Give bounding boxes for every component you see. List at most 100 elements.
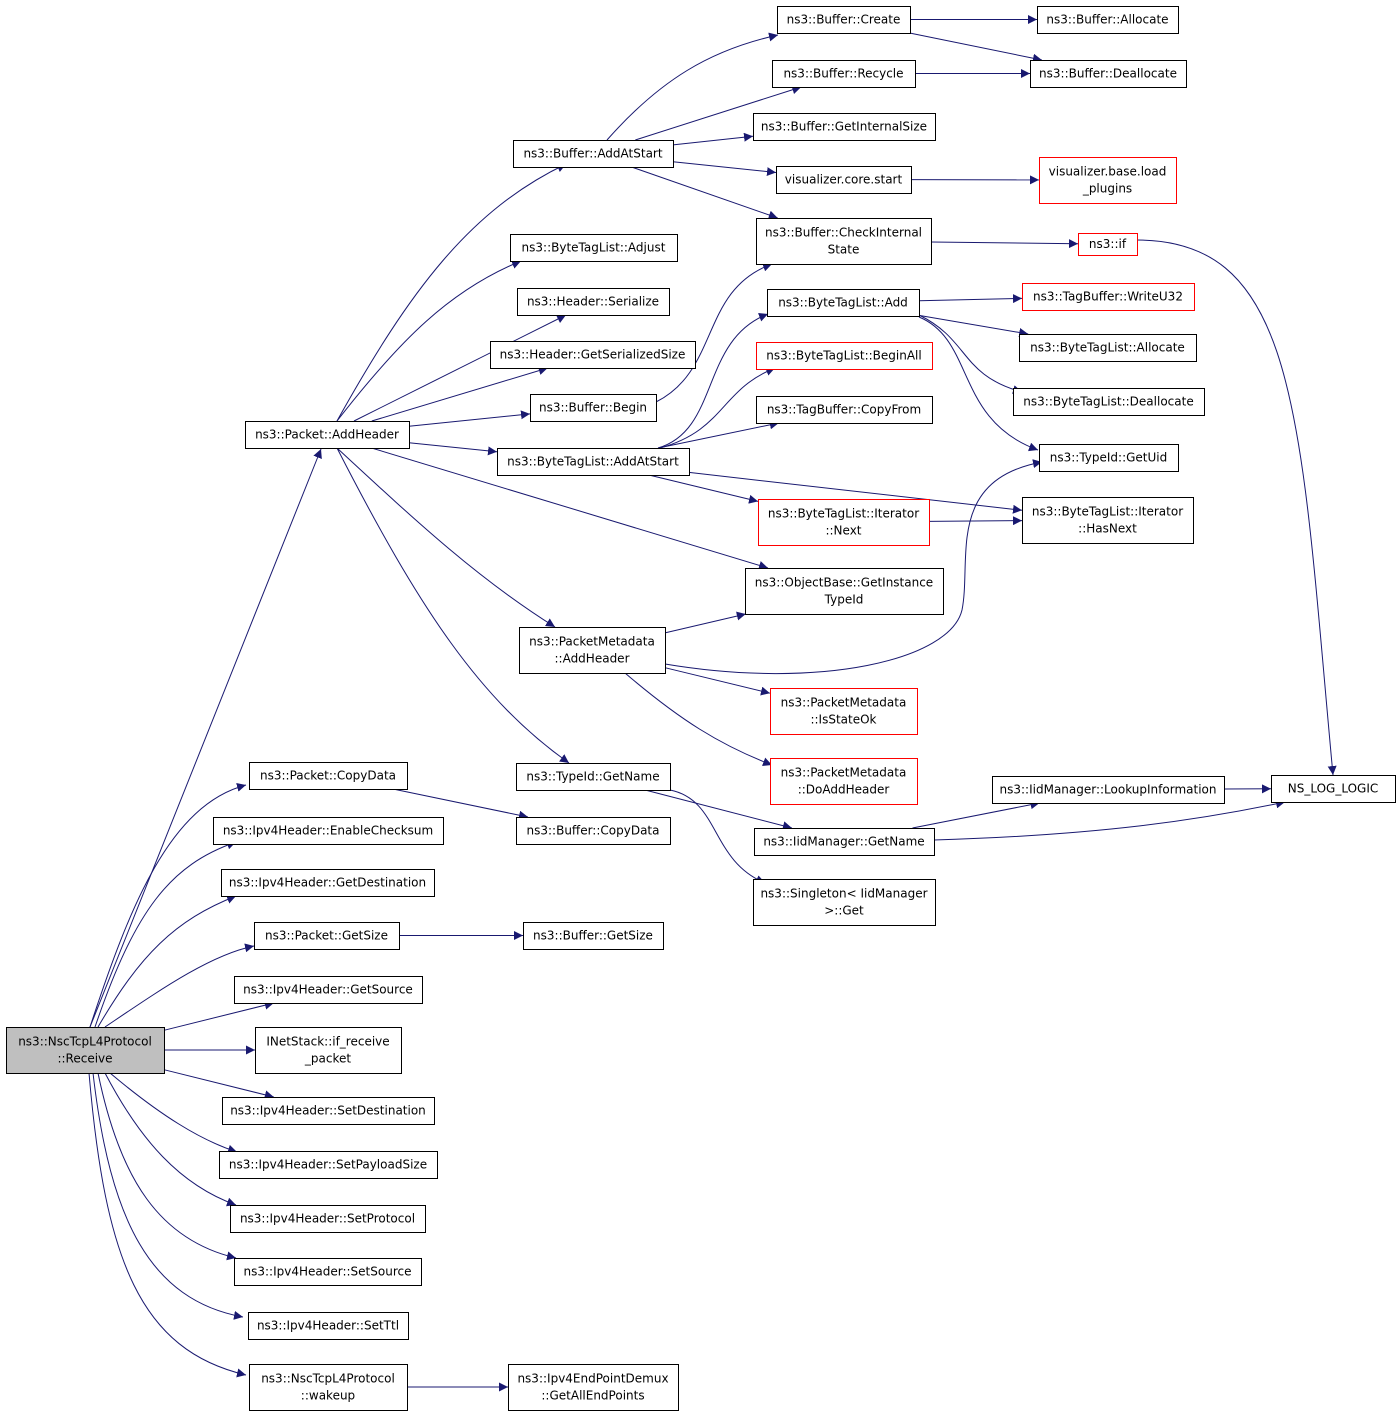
node-label: ns3::Buffer::Begin (539, 401, 647, 415)
node-box (249, 762, 408, 790)
node-ipv4-setprotocol[interactable]: ns3::Ipv4Header::SetProtocol (230, 1205, 426, 1233)
node-ipv4-setdestination[interactable]: ns3::Ipv4Header::SetDestination (222, 1097, 435, 1125)
node-packet-addheader[interactable]: ns3::Packet::AddHeader (245, 421, 410, 449)
node-viz-core-start[interactable]: visualizer.core.start (776, 166, 912, 194)
node-btl-beginall[interactable]: ns3::ByteTagList::BeginAll (756, 342, 933, 370)
node-inetstack-ifreceive[interactable]: INetStack::if_receive_packet (255, 1027, 402, 1074)
node-box (508, 1364, 679, 1411)
edge-pm-addheader-to-pm-doaddheader (624, 672, 773, 766)
node-box (753, 113, 936, 141)
node-buffer-getinternalsize[interactable]: ns3::Buffer::GetInternalSize (753, 113, 936, 141)
node-box (1271, 775, 1396, 803)
node-box (254, 922, 400, 950)
node-ipv4-enablechecksum[interactable]: ns3::Ipv4Header::EnableChecksum (213, 817, 444, 845)
node-label: ns3::NscTcpL4Protocol (18, 1035, 152, 1049)
node-buffer-create[interactable]: ns3::Buffer::Create (777, 6, 911, 34)
edge-btl-add-to-typeid-getuid (918, 316, 1039, 452)
node-btl-iter-hasnext[interactable]: ns3::ByteTagList::Iterator::HasNext (1022, 497, 1194, 544)
node-ipv4-setsource[interactable]: ns3::Ipv4Header::SetSource (234, 1258, 422, 1286)
edge-typeid-getname-to-iidmanager-getname (644, 789, 793, 831)
node-box (777, 6, 911, 34)
node-label: State (828, 243, 860, 257)
edge-btl-add-to-tagbuffer-writeu32 (918, 294, 1023, 304)
edge-root-to-ipv4-setttl (92, 1072, 244, 1320)
node-box (516, 763, 671, 791)
node-ns-log-logic[interactable]: NS_LOG_LOGIC (1271, 775, 1396, 803)
node-box (754, 828, 935, 856)
node-typeid-getuid[interactable]: ns3::TypeId::GetUid (1039, 444, 1179, 472)
edge-buffer-addatstart-to-buffer-getinternalsize (672, 132, 754, 146)
node-nsc-wakeup[interactable]: ns3::NscTcpL4Protocol::wakeup (249, 1364, 408, 1411)
node-ipv4-getsource[interactable]: ns3::Ipv4Header::GetSource (234, 976, 423, 1004)
node-packet-getsize[interactable]: ns3::Packet::GetSize (254, 922, 400, 950)
node-header-serialize[interactable]: ns3::Header::Serialize (517, 288, 670, 316)
node-ipv4-getdestination[interactable]: ns3::Ipv4Header::GetDestination (221, 869, 435, 897)
edge-packet-addheader-to-buffer-addatstart (336, 163, 567, 422)
edge-root-to-ipv4-setprotocol (104, 1072, 237, 1207)
node-buffer-addatstart[interactable]: ns3::Buffer::AddAtStart (513, 140, 674, 168)
node-box (234, 1258, 422, 1286)
node-label: ns3::TypeId::GetName (526, 770, 659, 784)
node-singleton-get[interactable]: ns3::Singleton< IidManager>::Get (753, 879, 936, 926)
node-iidmanager-lookupinformation[interactable]: ns3::IidManager::LookupInformation (992, 776, 1225, 804)
node-buffer-begin[interactable]: ns3::Buffer::Begin (530, 394, 657, 422)
node-viz-base-loadplugins[interactable]: visualizer.base.load_plugins (1039, 157, 1177, 204)
node-btl-deallocate[interactable]: ns3::ByteTagList::Deallocate (1013, 388, 1205, 416)
node-tagbuffer-writeu32[interactable]: ns3::TagBuffer::WriteU32 (1022, 283, 1195, 311)
node-header-getserializedsize[interactable]: ns3::Header::GetSerializedSize (490, 341, 696, 369)
node-pm-isstateok[interactable]: ns3::PacketMetadata::IsStateOk (770, 688, 918, 735)
node-label: ::IsStateOk (810, 713, 876, 727)
edge-pm-addheader-to-pm-isstateok (664, 667, 771, 696)
node-label: ns3::TypeId::GetUid (1050, 451, 1168, 465)
edge-packet-addheader-to-typeid-getname (336, 447, 570, 764)
node-ns3-if[interactable]: ns3::if (1078, 233, 1138, 256)
node-btl-add[interactable]: ns3::ByteTagList::Add (767, 289, 920, 317)
node-label: TypeId (824, 593, 864, 607)
edge-btl-addatstart-to-btl-beginall (659, 367, 776, 449)
node-iidmanager-getname[interactable]: ns3::IidManager::GetName (754, 828, 935, 856)
node-buffer-getsize[interactable]: ns3::Buffer::GetSize (523, 922, 664, 950)
node-ipv4epd-getallendpoints[interactable]: ns3::Ipv4EndPointDemux::GetAllEndPoints (508, 1364, 679, 1411)
edge-root-to-ipv4-enablechecksum (94, 840, 237, 1028)
node-label: ns3::Ipv4Header::SetTtl (257, 1319, 399, 1333)
edge-btl-addatstart-to-tagbuffer-copyfrom (658, 420, 779, 449)
node-label: ns3::Singleton< IidManager (760, 887, 927, 901)
node-box (756, 396, 933, 424)
node-ipv4-setttl[interactable]: ns3::Ipv4Header::SetTtl (248, 1312, 409, 1340)
node-pm-doaddheader[interactable]: ns3::PacketMetadata::DoAddHeader (770, 758, 918, 805)
edge-root-to-ipv4-setsource (97, 1072, 237, 1261)
node-buffer-recycle[interactable]: ns3::Buffer::Recycle (772, 60, 916, 88)
node-pm-addheader[interactable]: ns3::PacketMetadata::AddHeader (519, 627, 666, 674)
node-root[interactable]: ns3::NscTcpL4Protocol::Receive (6, 1027, 165, 1074)
node-label: ns3::Header::Serialize (527, 295, 659, 309)
node-btl-addatstart[interactable]: ns3::ByteTagList::AddAtStart (497, 448, 690, 476)
node-btl-iter-next[interactable]: ns3::ByteTagList::Iterator::Next (758, 499, 930, 546)
node-label: ns3::NscTcpL4Protocol (261, 1372, 395, 1386)
node-box (772, 60, 916, 88)
node-buffer-allocate[interactable]: ns3::Buffer::Allocate (1037, 6, 1179, 34)
edge-root-to-ipv4-getsource (163, 1000, 274, 1031)
edge-root-to-packet-addheader (89, 448, 322, 1028)
node-packet-copydata[interactable]: ns3::Packet::CopyData (249, 762, 408, 790)
node-box (245, 421, 410, 449)
node-btl-allocate[interactable]: ns3::ByteTagList::Allocate (1019, 334, 1197, 362)
node-ipv4-setpayloadsize[interactable]: ns3::Ipv4Header::SetPayloadSize (219, 1151, 438, 1179)
node-box (230, 1205, 426, 1233)
edge-buffer-addatstart-to-buffer-recycle (635, 85, 802, 141)
node-typeid-getname[interactable]: ns3::TypeId::GetName (516, 763, 671, 791)
node-btl-adjust[interactable]: ns3::ByteTagList::Adjust (510, 234, 678, 262)
node-label: ns3::Packet::CopyData (260, 769, 396, 783)
node-label: ns3::Buffer::CheckInternal (765, 226, 922, 240)
node-buffer-copydata[interactable]: ns3::Buffer::CopyData (516, 817, 671, 845)
node-box (497, 448, 690, 476)
node-label: ns3::ByteTagList::Allocate (1030, 341, 1185, 355)
node-box (753, 879, 936, 926)
node-label: ns3::Ipv4Header::GetDestination (229, 876, 426, 890)
node-tagbuffer-copyfrom[interactable]: ns3::TagBuffer::CopyFrom (756, 396, 933, 424)
node-buffer-deallocate[interactable]: ns3::Buffer::Deallocate (1030, 60, 1187, 88)
edge-root-to-ipv4-setpayloadsize (109, 1072, 238, 1154)
node-box (519, 627, 666, 674)
